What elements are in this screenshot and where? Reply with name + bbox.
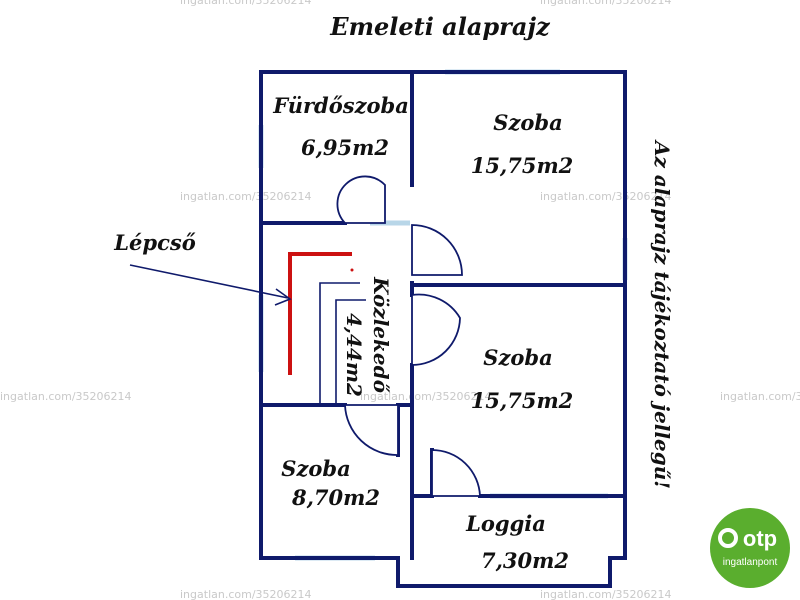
watermark-4: ingatlan.com/35206214 [360, 390, 492, 403]
otp-logo-ring-icon [718, 528, 738, 548]
room-name-bath: Fürdőszoba [272, 93, 409, 118]
door-loggia [431, 449, 481, 497]
room-name-small: Szoba [281, 456, 350, 481]
room-area-loggia: 7,30m2 [481, 548, 569, 573]
outer-wall [259, 70, 627, 588]
room-area-right: 15,75m2 [471, 388, 574, 413]
stair-dot [350, 268, 354, 272]
watermark-2: ingatlan.com/35206214 [540, 190, 672, 203]
watermark-3: ingatlan.com/35206214 [0, 390, 132, 403]
otp-logo-brand: otp [743, 526, 777, 551]
room-name-loggia: Loggia [465, 511, 546, 536]
door-top-room [411, 224, 463, 276]
stair-outline [288, 252, 366, 405]
door-small-room [344, 404, 399, 456]
watermark-7: ingatlan.com/35206214 [540, 588, 672, 600]
watermark-8: ingatlan.com/35206214 [180, 0, 312, 7]
doors [336, 175, 481, 497]
door-right-room [411, 293, 461, 366]
side-note: Az alaprajz tájékoztató jellegű! [650, 139, 674, 489]
stair-arrow [129, 264, 292, 306]
door-bath [336, 175, 386, 224]
otp-logo-sub: ingatlanpont [723, 557, 778, 568]
room-area-bath: 6,95m2 [301, 135, 389, 160]
room-area-top: 15,75m2 [471, 153, 574, 178]
stair-outline-outer [319, 282, 360, 405]
watermark-6: ingatlan.com/35206214 [180, 588, 312, 600]
room-name-right: Szoba [483, 345, 552, 370]
room-name-top: Szoba [493, 110, 562, 135]
plan-title: Emeleti alaprajz [329, 12, 551, 41]
otp-logo-circle [710, 508, 790, 588]
room-area-small: 8,70m2 [291, 485, 380, 510]
otp-logo: otp ingatlanpont [710, 508, 790, 588]
watermark-1: ingatlan.com/35206214 [180, 190, 312, 203]
room-name-corridor: Közlekedő [369, 276, 393, 394]
stair-label: Lépcső [113, 230, 195, 255]
watermark-5: ingatlan.com/35206214 [720, 390, 800, 403]
stair-outline-inner [335, 299, 366, 405]
stair-red-line [288, 252, 352, 375]
watermark-9: ingatlan.com/35206214 [540, 0, 672, 7]
room-area-corridor: 4,44m2 [342, 313, 366, 397]
